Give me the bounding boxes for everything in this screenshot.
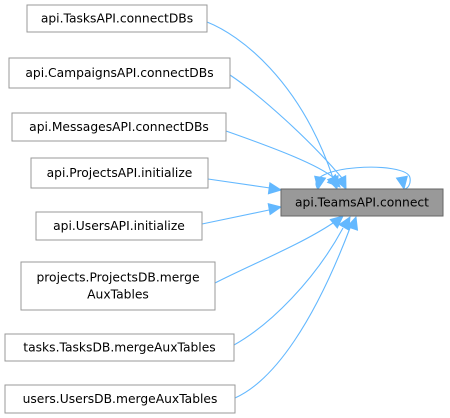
call-edge: [214, 215, 344, 284]
self-call-arrowhead: [395, 175, 408, 191]
caller-node-box: [4, 333, 235, 362]
caller-node-box: [35, 211, 203, 241]
call-edge: [234, 215, 359, 399]
caller-node-box: [26, 4, 208, 33]
caller-node[interactable]: projects.ProjectsDB.mergeAuxTables: [20, 261, 216, 311]
node-label: api.MessagesAPI.connectDBs: [29, 120, 209, 134]
caller-node-box: [20, 261, 216, 311]
edge-arrowhead: [334, 175, 347, 191]
caller-node[interactable]: tasks.TasksDB.mergeAuxTables: [4, 333, 235, 362]
node-label: api.CampaignsAPI.connectDBs: [25, 66, 213, 80]
node-label: api.UsersAPI.initialize: [53, 219, 185, 233]
nodes-layer: api.TasksAPI.connectDBs api.CampaignsAPI.…: [4, 4, 444, 414]
edge-arrowhead: [267, 182, 283, 195]
target-node[interactable]: api.TeamsAPI.connect: [280, 188, 444, 217]
call-edge: [201, 203, 283, 225]
node-label: projects.ProjectsDB.merge: [36, 271, 199, 285]
self-call-arrowhead: [314, 175, 327, 191]
caller-node[interactable]: api.TasksAPI.connectDBs: [26, 4, 208, 33]
caller-node-box: [8, 57, 231, 89]
edge-arrowhead: [329, 215, 344, 229]
call-edge: [206, 21, 339, 191]
caller-node[interactable]: api.CampaignsAPI.connectDBs: [8, 57, 231, 89]
call-edge: [207, 178, 283, 195]
call-edge: [233, 215, 351, 346]
target-node-box: [280, 188, 444, 217]
call-edge: [225, 130, 341, 188]
edge-arrowhead: [326, 173, 341, 188]
node-label: tasks.TasksDB.mergeAuxTables: [23, 341, 215, 355]
node-label: api.ProjectsAPI.initialize: [47, 166, 193, 180]
node-label: api.TeamsAPI.connect: [295, 196, 429, 210]
caller-node[interactable]: api.UsersAPI.initialize: [35, 211, 203, 241]
node-label: api.TasksAPI.connectDBs: [41, 12, 193, 26]
caller-node-box: [4, 384, 236, 414]
node-label: users.UsersDB.mergeAuxTables: [23, 392, 218, 406]
edge-arrowhead: [346, 215, 359, 231]
caller-node[interactable]: api.MessagesAPI.connectDBs: [11, 112, 227, 142]
call-edge: [229, 74, 347, 191]
caller-node[interactable]: api.ProjectsAPI.initialize: [30, 157, 209, 189]
node-label: AuxTables: [87, 288, 149, 302]
caller-node-box: [11, 112, 227, 142]
caller-node-box: [30, 157, 209, 189]
edge-arrowhead: [267, 203, 283, 216]
self-call-edge: [314, 166, 411, 191]
caller-node[interactable]: users.UsersDB.mergeAuxTables: [4, 384, 236, 414]
edges-layer: [201, 21, 411, 399]
